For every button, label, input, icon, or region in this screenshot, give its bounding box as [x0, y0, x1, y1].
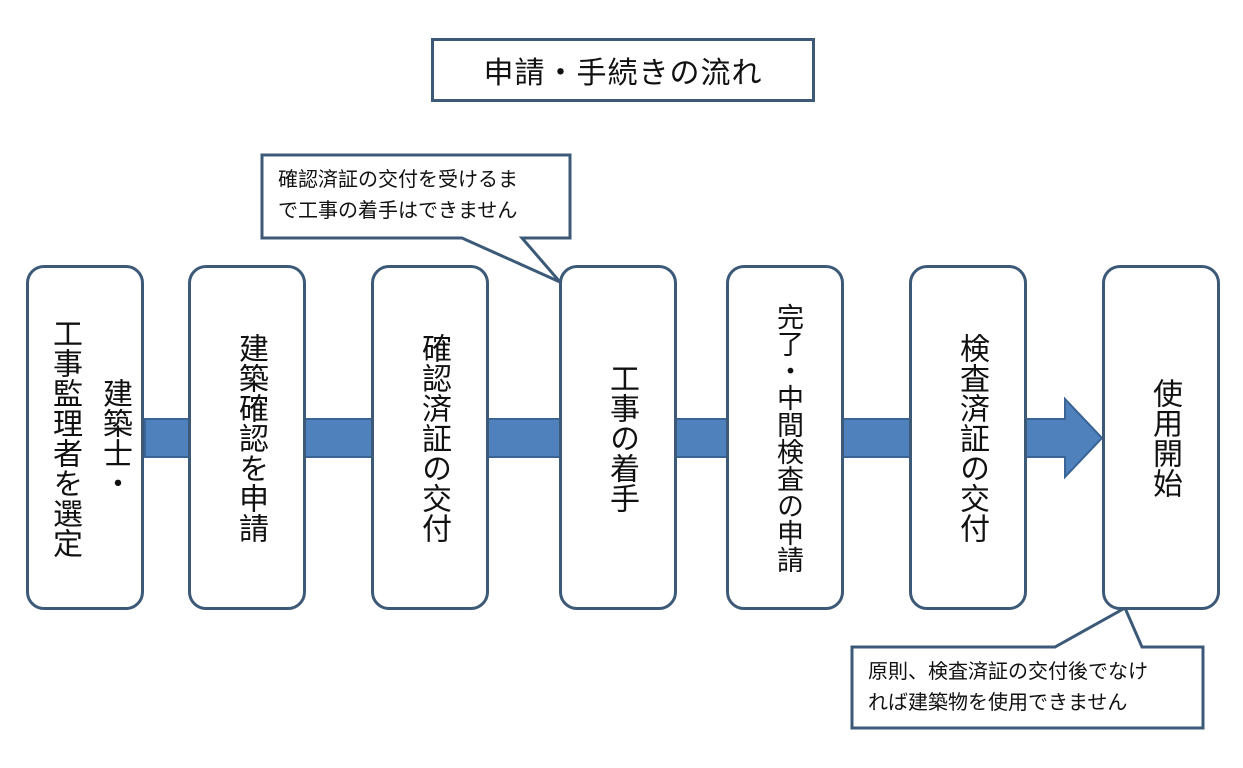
step-inspection-application: 完了・中間検査の申請 — [726, 265, 844, 610]
callout-bottom-line: 原則、検査済証の交付後でなけ — [868, 659, 1148, 683]
callout-top: 確認済証の交付を受けるま で工事の着手はできません — [264, 157, 518, 226]
step-line: 確認済証の交付 — [416, 332, 451, 543]
step-construction-start: 工事の着手 — [559, 265, 677, 610]
step-line: 使用開始 — [1147, 377, 1182, 498]
callout-bottom-shape — [850, 605, 1205, 730]
step-select-architect: 建築士・ 工事監理者を選定 — [26, 265, 144, 610]
callout-bottom-line: れば建築物を使用できません — [868, 690, 1128, 714]
page-title: 申請・手続きの流れ — [431, 38, 815, 102]
callout-top-shape — [260, 153, 572, 284]
step-building-confirmation-application: 建築確認を申請 — [188, 265, 306, 610]
step-line: 建築士・ — [97, 377, 132, 498]
callout-top-line: 確認済証の交付を受けるま — [278, 167, 518, 191]
callout-top-line: で工事の着手はできません — [278, 198, 518, 222]
callout-bottom: 原則、検査済証の交付後でなけ れば建築物を使用できません — [854, 649, 1148, 718]
step-line: 建築確認を申請 — [233, 332, 268, 543]
step-line: 検査済証の交付 — [954, 332, 989, 543]
step-confirmation-certificate-issue: 確認済証の交付 — [371, 265, 489, 610]
step-inspection-certificate-issue: 検査済証の交付 — [909, 265, 1027, 610]
step-line: 工事監理者を選定 — [47, 317, 82, 558]
step-start-of-use: 使用開始 — [1102, 265, 1220, 610]
step-line: 工事の着手 — [604, 362, 639, 513]
step-line: 完了・中間検査の申請 — [772, 302, 803, 573]
